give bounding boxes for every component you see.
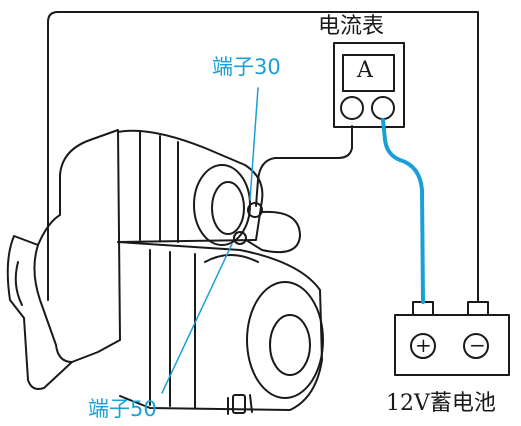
starter-motor bbox=[6, 129, 324, 415]
battery-negative-sign: − bbox=[469, 333, 486, 357]
battery-positive-terminal bbox=[410, 333, 436, 359]
ammeter-title: 电流表 bbox=[318, 14, 385, 39]
terminal-50-leader-line bbox=[161, 243, 233, 394]
solenoid-ribs bbox=[139, 131, 179, 243]
motor-body bbox=[117, 241, 323, 411]
starter-mounting-flange bbox=[6, 235, 73, 390]
terminal-30-stud bbox=[247, 202, 263, 218]
motor-end-cap bbox=[246, 281, 324, 399]
ammeter-right-terminal bbox=[371, 96, 395, 120]
battery-negative-post bbox=[467, 301, 489, 316]
terminal-30-leader-line bbox=[249, 87, 259, 201]
terminal-50-stud bbox=[233, 231, 247, 245]
starter-drive-housing bbox=[33, 129, 121, 363]
ammeter-case bbox=[333, 42, 405, 128]
battery-case bbox=[394, 314, 510, 376]
motor-end-cap-inner bbox=[269, 314, 311, 376]
ammeter-symbol: A bbox=[357, 58, 373, 83]
wire-ammeter-to-battery-positive bbox=[381, 118, 425, 304]
terminal-50-post bbox=[232, 394, 246, 414]
terminal-50-label: 端子50 bbox=[88, 397, 157, 421]
solenoid-body bbox=[117, 129, 264, 243]
motor-through-bolt bbox=[227, 394, 253, 415]
battery-label: 12V蓄电池 bbox=[386, 391, 496, 416]
ammeter-dial bbox=[342, 54, 395, 92]
starter-flange-hole bbox=[14, 261, 23, 306]
battery-positive-sign: + bbox=[415, 333, 432, 357]
ammeter-left-terminal bbox=[340, 96, 364, 120]
wire-ammeter-to-terminal-30 bbox=[255, 125, 353, 207]
wire-terminal-30-to-50-jumper bbox=[245, 210, 301, 254]
motor-ribs bbox=[149, 249, 196, 409]
battery-negative-terminal bbox=[463, 333, 489, 359]
terminal-30-label: 端子30 bbox=[212, 55, 281, 79]
solenoid-end-cap-inner bbox=[211, 181, 245, 235]
battery bbox=[394, 301, 510, 376]
motor-lead-strap bbox=[204, 254, 259, 263]
wire-battery-negative-to-housing bbox=[47, 11, 479, 303]
ammeter bbox=[333, 42, 405, 128]
